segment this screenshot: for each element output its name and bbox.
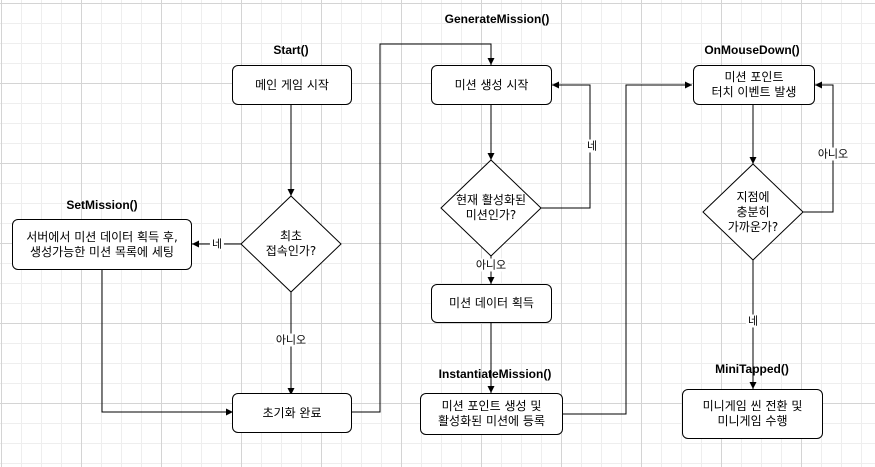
- edge-label-close-yes: 네: [745, 314, 761, 328]
- function-label-mini-tapped: MiniTapped(): [715, 362, 789, 376]
- edge-label-first-yes: 네: [209, 237, 225, 251]
- process-touch-event: 미션 포인트 터치 이벤트 발생: [693, 65, 815, 105]
- function-label-on-mouse-down: OnMouseDown(): [704, 43, 800, 57]
- process-mission-gen-start: 미션 생성 시작: [431, 65, 552, 105]
- function-label-generate-mission: GenerateMission(): [444, 12, 550, 26]
- function-label-set-mission: SetMission(): [66, 198, 138, 212]
- decision-first-access-shape: [240, 195, 342, 293]
- process-mini-game: 미니게임 씬 전환 및 미니게임 수행: [682, 389, 823, 439]
- edge-label-first-no: 아니오: [273, 333, 309, 347]
- edge-label-active-yes: 네: [584, 139, 600, 153]
- edge-label-active-no: 아니오: [473, 258, 509, 272]
- edge-init-to-generate: [351, 43, 495, 413]
- decision-currently-active-shape: [440, 159, 542, 257]
- function-label-start: Start(): [273, 43, 309, 57]
- process-fetch-and-set: 서버에서 미션 데이터 획득 후, 생성가능한 미션 목록에 세팅: [12, 219, 192, 270]
- process-spawn-mission-point: 미션 포인트 생성 및 활성화된 미션에 등록: [420, 393, 563, 435]
- decision-close-enough-shape: [702, 163, 804, 261]
- edge-label-close-no: 아니오: [815, 147, 851, 161]
- process-init-complete: 초기화 완료: [232, 393, 352, 433]
- process-get-mission-data: 미션 데이터 획득: [431, 284, 552, 323]
- process-main-game-start: 메인 게임 시작: [232, 65, 352, 105]
- function-label-instantiate-mission: InstantiateMission(): [438, 367, 552, 381]
- edge-set-to-init: [101, 270, 233, 416]
- edge-spawn-to-touch: [562, 81, 692, 415]
